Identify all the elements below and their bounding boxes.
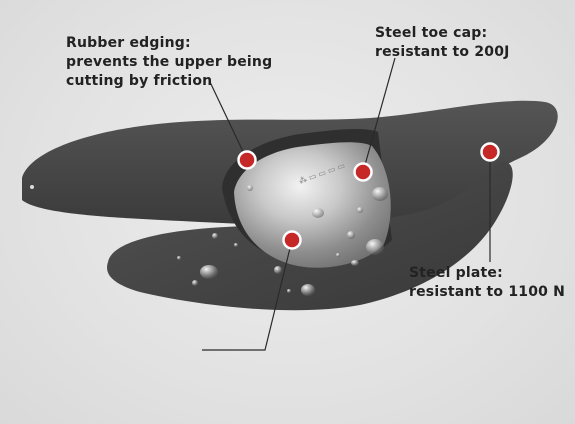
callout-markers (237, 142, 500, 250)
callout-rubber-edging-line3: cutting by friction (66, 73, 213, 89)
callout-steel-plate-title: Steel plate: (409, 265, 503, 281)
callout-rubber-edging-line2: prevents the upper being (66, 54, 273, 70)
marker-toe-cap-lower (282, 230, 302, 250)
callout-steel-plate: Steel plate: resistant to 1100 N (409, 264, 565, 302)
leader-lines (202, 57, 491, 351)
marker-steel-plate (480, 142, 500, 162)
callout-rubber-edging: Rubber edging: prevents the upper being … (66, 34, 272, 91)
leader-line-toe-cap (362, 57, 396, 173)
water-droplets (177, 185, 388, 296)
callout-steel-toe-cap-title: Steel toe cap: (375, 25, 488, 41)
marker-toe-cap (353, 162, 373, 182)
leader-line-rubber-edging (209, 81, 248, 161)
callout-steel-toe-cap: Steel toe cap: resistant to 200J (375, 24, 510, 62)
leader-line-bottom (202, 239, 293, 351)
callout-steel-plate-line2: resistant to 1100 N (409, 284, 566, 300)
marker-rubber-edging (237, 150, 257, 170)
insole-vent-hole (30, 185, 34, 189)
callout-steel-toe-cap-line2: resistant to 200J (375, 44, 510, 60)
callout-rubber-edging-title: Rubber edging: (66, 35, 191, 51)
